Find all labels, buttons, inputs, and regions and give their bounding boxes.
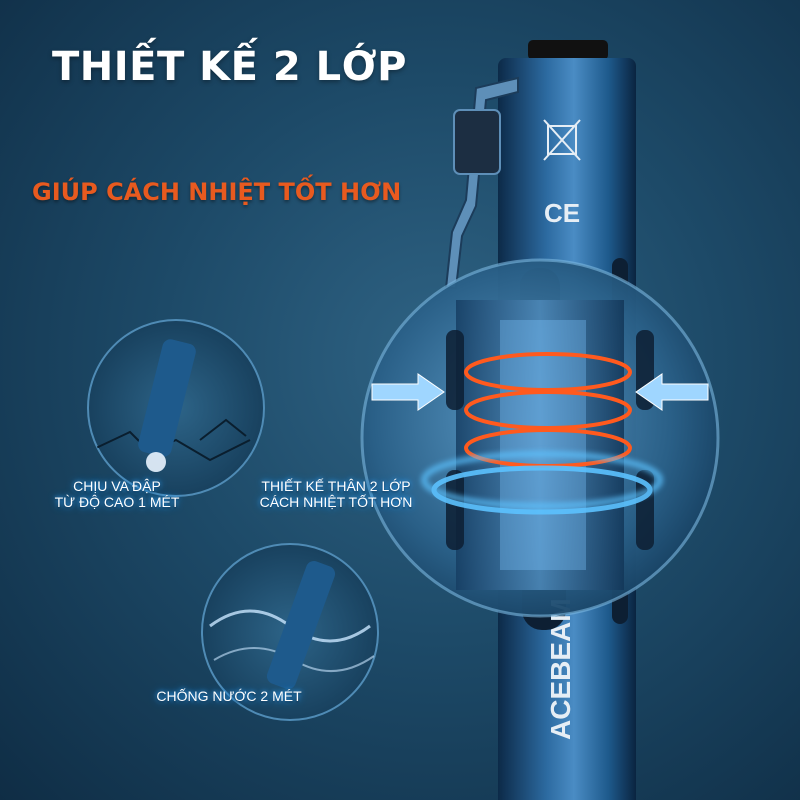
waterproof-caption: CHỐNG NƯỚC 2 MÉT [148,688,310,704]
inner-core [500,320,586,570]
mini-flashlight-beam [146,452,166,472]
insulation-caption: THIẾT KẾ THÂN 2 LỚP CÁCH NHIỆT TỐT HƠN [248,478,424,510]
ce-mark: CE [544,198,580,228]
tail-cap [528,40,608,60]
cool-rings [421,451,663,515]
insulation-caption-line1: THIẾT KẾ THÂN 2 LỚP [261,478,411,494]
drop-caption-line1: CHỊU VA ĐẬP [73,478,161,494]
right-arrow-icon [635,373,709,411]
recycle-bin-icon [543,119,581,161]
clip-mount [453,109,501,175]
page-subtitle: GIÚP CÁCH NHIỆT TỐT HƠN [32,178,402,206]
drop-test-caption: CHỊU VA ĐẬP TỪ ĐỘ CAO 1 MÉT [52,478,182,510]
brand-text: ACEBEAM [545,598,576,740]
insulation-caption-line2: CÁCH NHIỆT TỐT HƠN [259,494,413,510]
drop-test-circle [87,319,265,497]
mini-flashlight [138,339,196,457]
page-title: THIẾT KẾ 2 LỚP [52,44,407,90]
water-test-circle [201,543,379,721]
outer-sleeve [456,300,624,590]
waterproof-caption-line1: CHỐNG NƯỚC 2 MÉT [156,688,302,704]
left-arrow-icon [371,373,445,411]
drop-caption-line2: TỪ ĐỘ CAO 1 MÉT [54,494,180,510]
mini-flashlight-water [266,561,336,689]
magnifier-lens [360,258,720,618]
